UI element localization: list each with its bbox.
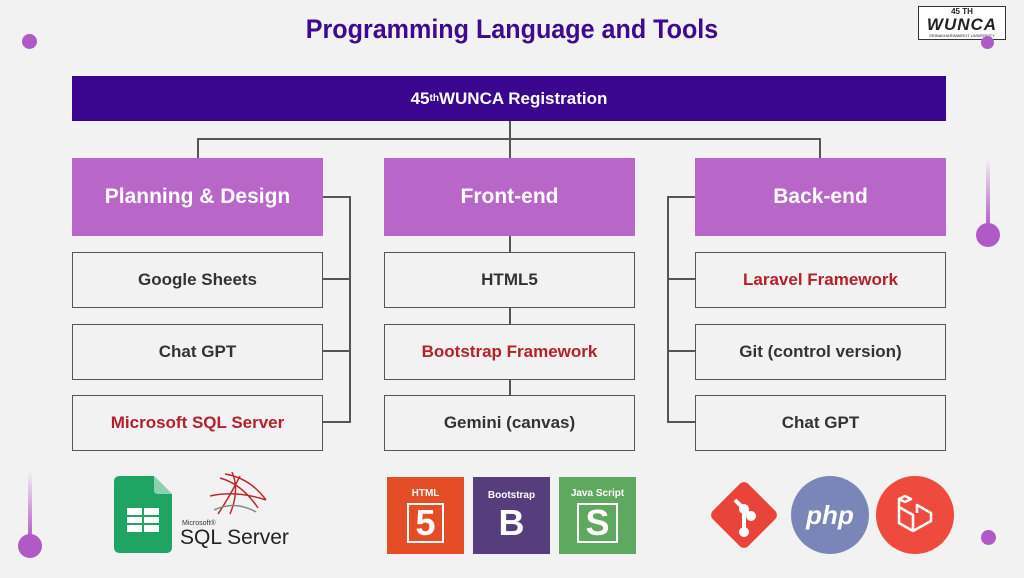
item-chat-gpt: Chat GPT bbox=[72, 324, 323, 380]
banner-number: 45 bbox=[410, 88, 430, 108]
connector bbox=[667, 196, 669, 423]
sql-server-logo: Microsoft® SQL Server bbox=[180, 470, 289, 550]
javascript-caption: Java Script bbox=[570, 488, 625, 499]
category-planning-design: Planning & Design bbox=[72, 158, 323, 236]
bootstrap-logo: Bootstrap B bbox=[473, 477, 550, 554]
category-front-end: Front-end bbox=[384, 158, 635, 236]
connector bbox=[667, 196, 695, 198]
decor-dot bbox=[981, 530, 996, 545]
item-git: Git (control version) bbox=[695, 324, 946, 380]
javascript-logo: Java Script S bbox=[559, 477, 636, 554]
html5-logo: HTML 5 bbox=[387, 477, 464, 554]
connector bbox=[667, 278, 695, 280]
google-sheets-icon bbox=[114, 476, 172, 553]
item-google-sheets: Google Sheets bbox=[72, 252, 323, 308]
connector bbox=[197, 138, 821, 140]
decor-bar bbox=[28, 470, 32, 540]
brand-name: WUNCA bbox=[926, 15, 998, 34]
html5-glyph: 5 bbox=[407, 503, 444, 543]
connector bbox=[323, 196, 351, 198]
banner-sup: th bbox=[429, 93, 439, 104]
connector bbox=[667, 350, 695, 352]
bootstrap-caption: Bootstrap bbox=[487, 490, 536, 501]
sql-brand-small: Microsoft® bbox=[182, 520, 216, 527]
connector bbox=[349, 196, 351, 423]
item-bootstrap: Bootstrap Framework bbox=[384, 324, 635, 380]
git-icon bbox=[705, 476, 783, 554]
decor-dot bbox=[22, 34, 37, 49]
decor-dot bbox=[981, 36, 994, 49]
connector bbox=[819, 138, 821, 158]
laravel-icon bbox=[876, 476, 954, 554]
connector bbox=[323, 350, 351, 352]
wunca-logo: 45 TH WUNCA SRINAKHARINWIROT UNIVERSITY bbox=[918, 6, 1006, 40]
brand-edition: 45 TH bbox=[951, 7, 973, 16]
connector bbox=[197, 138, 199, 158]
item-chat-gpt-backend: Chat GPT bbox=[695, 395, 946, 451]
item-gemini: Gemini (canvas) bbox=[384, 395, 635, 451]
bootstrap-glyph: B bbox=[498, 502, 525, 543]
connector bbox=[509, 307, 511, 324]
decor-bar bbox=[986, 158, 990, 228]
decor-dot bbox=[18, 534, 42, 558]
item-laravel: Laravel Framework bbox=[695, 252, 946, 308]
connector bbox=[323, 278, 351, 280]
banner-text: WUNCA Registration bbox=[438, 88, 608, 108]
php-text: php bbox=[806, 499, 854, 530]
html5-caption: HTML bbox=[411, 488, 440, 499]
category-back-end: Back-end bbox=[695, 158, 946, 236]
connector bbox=[667, 421, 695, 423]
php-logo: php bbox=[791, 476, 869, 554]
decor-dot bbox=[976, 223, 1000, 247]
page-title: Programming Language and Tools bbox=[305, 14, 719, 44]
connector bbox=[509, 378, 511, 396]
javascript-glyph: S bbox=[577, 503, 618, 543]
item-html5: HTML5 bbox=[384, 252, 635, 308]
sql-brand-big: SQL Server bbox=[180, 526, 289, 549]
connector bbox=[509, 235, 511, 253]
item-sql-server: Microsoft SQL Server bbox=[72, 395, 323, 451]
connector bbox=[323, 421, 351, 423]
brand-university: SRINAKHARINWIROT UNIVERSITY bbox=[929, 33, 995, 38]
